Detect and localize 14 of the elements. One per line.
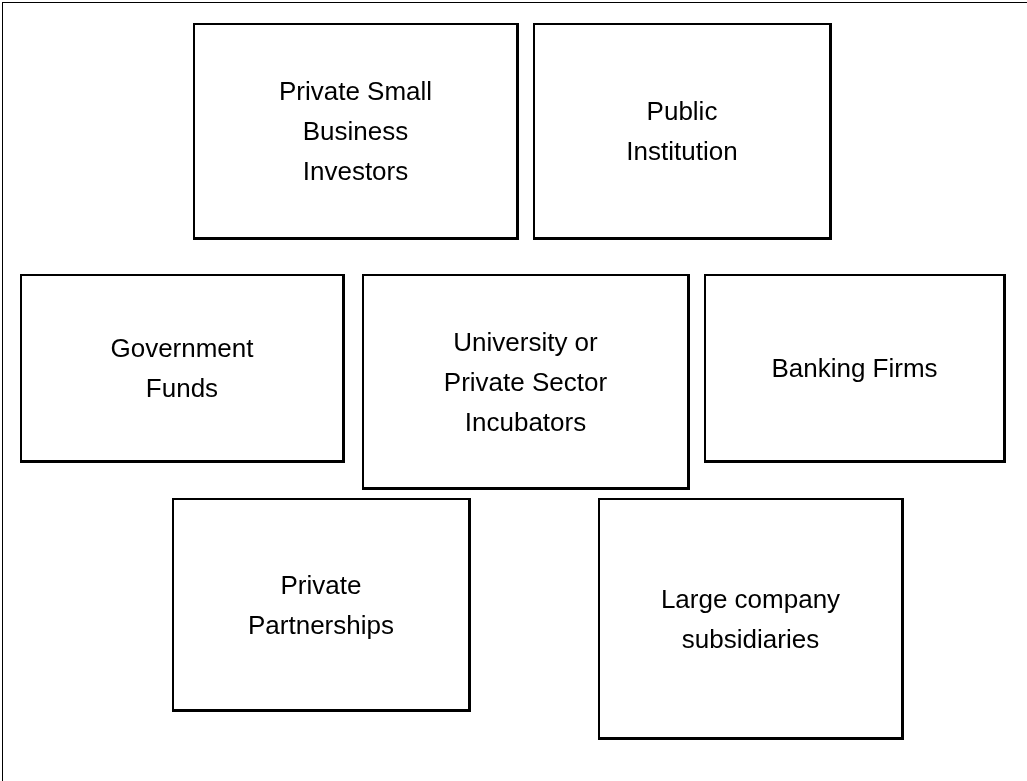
category-box [598,498,904,740]
box-label: Public Institution [625,95,739,168]
box-label: University or Private Sector Incubators [442,325,609,439]
category-box [193,23,519,240]
box-label: Government Funds [109,332,255,405]
category-box [172,498,471,712]
box-label: Private Small Business Investors [277,75,434,188]
category-box [533,23,832,240]
box-label: Private Partnerships [247,568,395,642]
category-box [362,274,690,490]
box-label: Large company subsidiaries [659,582,842,656]
box-label: Banking Firms [771,352,938,385]
category-box [704,274,1006,463]
category-box [20,274,345,463]
